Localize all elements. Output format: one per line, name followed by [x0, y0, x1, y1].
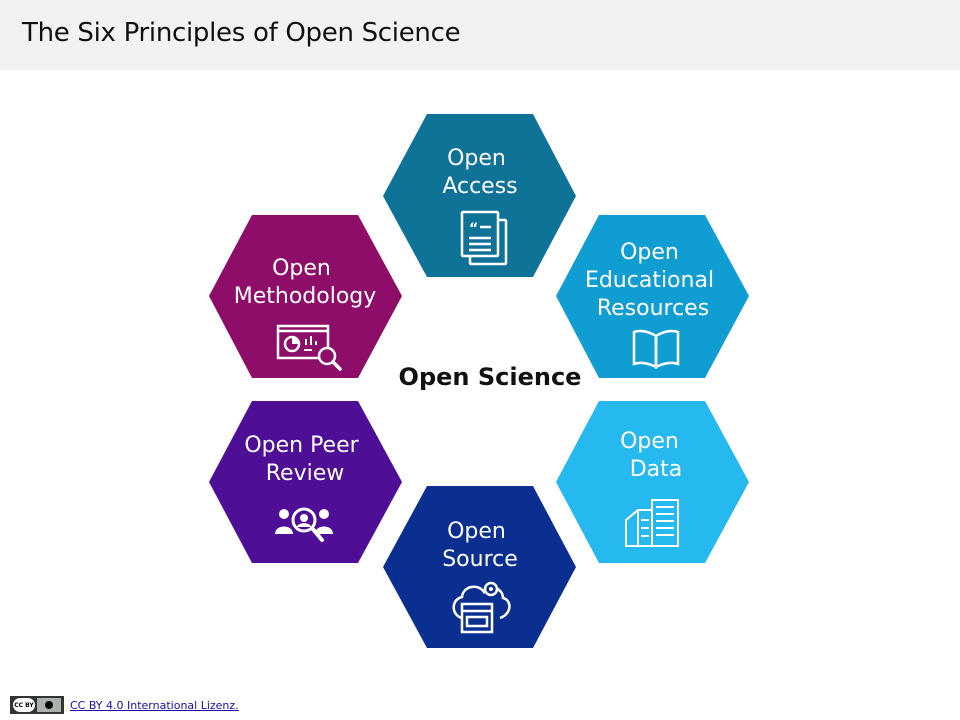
- cc-license-icon: CC BY: [10, 696, 64, 714]
- hex-label-line: Access: [442, 174, 517, 199]
- hex-label-line: Open: [447, 146, 506, 171]
- hex-label-line: Open: [272, 256, 331, 281]
- hex-shape: [209, 401, 402, 563]
- hex-label-line: Methodology: [234, 284, 377, 309]
- people-search-icon: [275, 507, 333, 542]
- cloud-code-icon: [452, 581, 511, 634]
- svg-text:Open Peer Review: Open Peer Review: [244, 433, 365, 486]
- cc-badge-text: CC BY: [13, 698, 35, 712]
- document-quote-icon: “: [460, 210, 508, 266]
- page-title: The Six Principles of Open Science: [22, 18, 461, 48]
- hex-label-line: Educational: [585, 268, 714, 293]
- svg-text:Open Source: Open Source: [442, 519, 518, 572]
- hex-label-line: Resources: [597, 296, 709, 321]
- svg-text:Open Educational R: Open Educational Resources: [585, 240, 721, 321]
- svg-text:“: “: [469, 221, 478, 237]
- hex-label-line: Source: [442, 547, 518, 572]
- header-bar: The Six Principles of Open Science: [0, 0, 960, 70]
- hex-shape: [209, 215, 402, 378]
- hex-label-line: Data: [630, 457, 683, 482]
- hex-shape: [383, 114, 576, 277]
- hex-open-peer-review: Open Peer Review: [209, 401, 402, 563]
- hex-label-line: Open: [620, 429, 679, 454]
- hex-open-data: Open Data: [556, 401, 749, 563]
- hex-label-line: Open Peer: [244, 433, 359, 458]
- hex-shape: [556, 401, 749, 563]
- footer: CC BY CC BY 4.0 International Lizenz.: [10, 696, 239, 714]
- open-book-icon: [632, 329, 680, 370]
- center-label: Open Science: [399, 363, 582, 391]
- hex-shape: [383, 486, 576, 648]
- svg-text:Open Access: Open Access: [442, 146, 517, 199]
- hex-shape: [556, 215, 749, 378]
- hex-label-line: Open: [620, 240, 679, 265]
- hex-open-source: Open Source: [383, 486, 576, 648]
- hex-open-educational-resources: Open Educational Resources: [556, 215, 749, 378]
- hex-open-access: Open Access “: [383, 114, 576, 277]
- svg-text:Open Data: Open Data: [620, 429, 686, 482]
- svg-text:Open Methodology: Open Methodology: [234, 256, 377, 309]
- hex-open-methodology: Open Methodology: [209, 215, 402, 378]
- license-link[interactable]: CC BY 4.0 International Lizenz.: [70, 698, 239, 712]
- server-rack-icon: [625, 499, 679, 547]
- analytics-search-icon: [276, 324, 342, 371]
- hex-label-line: Open: [447, 519, 506, 544]
- hex-label-line: Review: [266, 461, 345, 486]
